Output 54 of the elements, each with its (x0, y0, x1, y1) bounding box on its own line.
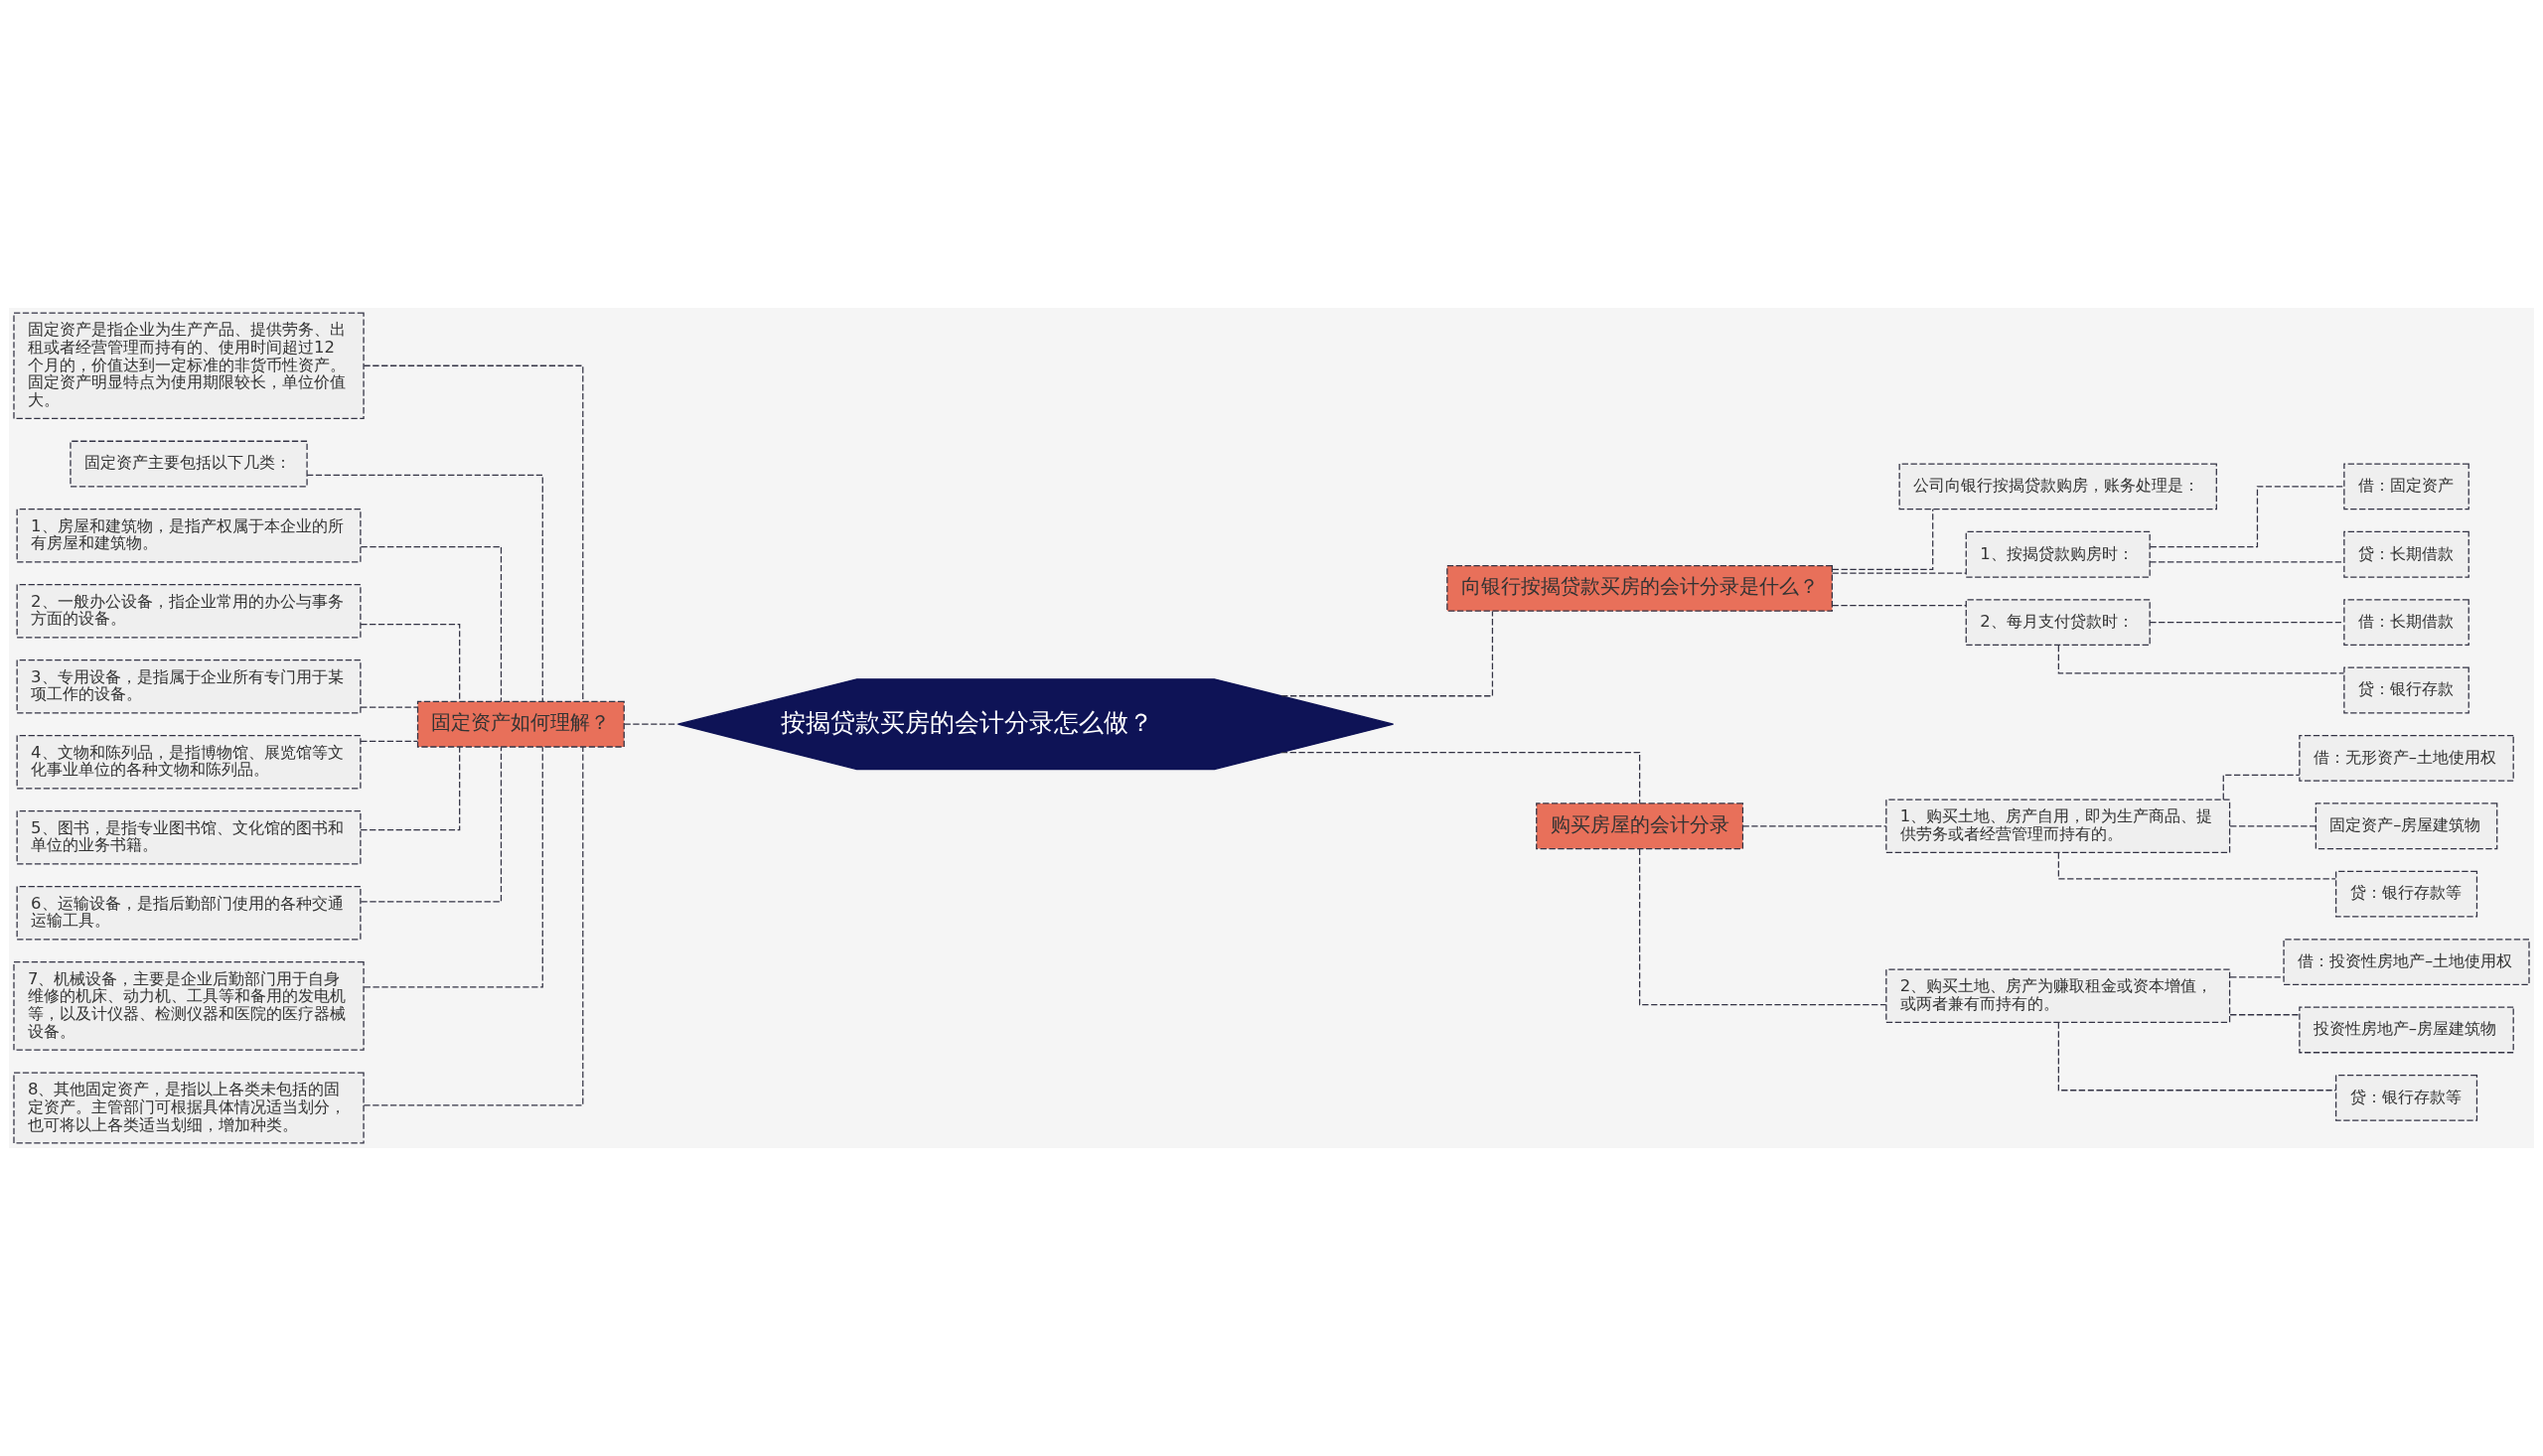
connector (363, 746, 584, 1106)
node-box: 8、其他固定资产，是指以上各类未包括的固定资产。主管部门可根据具体情况适当划分，也可将以上各类适当划细，增加种类。 (13, 1072, 365, 1144)
connector (1831, 509, 1934, 571)
node-box: 固定资产是指企业为生产产品、提供劳务、出租或者经营管理而持有的、使用时间超过12个月的，价值达到一定标准的非货币性资产。固定资产明显特点为使用期限较长，单位价值大。 (13, 312, 365, 420)
connector (360, 746, 461, 831)
node-box: 3、专用设备，是指属于企业所有专门用于某项工作的设备。 (16, 658, 362, 714)
node-box: 贷：银行存款等 (2334, 870, 2478, 918)
node-box: 贷：银行存款 (2343, 666, 2469, 714)
node-box: 借：无形资产–土地使用权 (2299, 734, 2514, 782)
connector (2057, 1022, 2336, 1092)
connector (1639, 848, 1887, 1006)
node-box: 投资性房地产–房屋建筑物 (2299, 1006, 2514, 1054)
connector (363, 746, 543, 988)
connector (2149, 486, 2345, 548)
node-box: 6、运输设备，是指后勤部门使用的各种交通运输工具。 (16, 885, 362, 941)
connector (360, 740, 419, 742)
connector (2222, 774, 2301, 801)
node-box: 7、机械设备，主要是企业后勤部门用于自身维修的机床、动力机、工具等和备用的发电机等，以及计仪器、检测仪器和医院的医疗器械设备。 (13, 960, 365, 1051)
connector (2229, 1014, 2301, 1016)
node-box: 贷：银行存款等 (2334, 1074, 2478, 1121)
node-box: 向银行按揭贷款买房的会计分录是什么？ (1446, 565, 1834, 612)
connector (360, 706, 419, 708)
connector (1831, 572, 1967, 574)
connector (1280, 610, 1494, 697)
connector (1280, 752, 1641, 804)
connector (360, 546, 503, 702)
node-box: 固定资产–房屋建筑物 (2315, 802, 2498, 850)
node-box: 贷：长期借款 (2343, 530, 2469, 578)
connector (360, 623, 461, 702)
node-box: 固定资产主要包括以下几类： (70, 440, 308, 488)
connector (363, 364, 584, 702)
connector (306, 474, 543, 702)
node-box: 借：长期借款 (2343, 599, 2469, 647)
connector (1831, 604, 1967, 607)
node-box: 购买房屋的会计分录 (1536, 802, 1744, 850)
node-box: 1、按揭贷款购房时： (1965, 530, 2151, 578)
connector (2149, 622, 2344, 624)
node-box: 5、图书，是指专业图书馆、文化馆的图书和单位的业务书籍。 (16, 809, 362, 865)
connector (2149, 561, 2344, 563)
connector (360, 746, 503, 903)
node-box: 1、购买土地、房产自用，即为生产商品、提供劳务或者经营管理而持有的。 (1885, 799, 2231, 853)
connector (2229, 825, 2317, 827)
connector (1742, 825, 1887, 827)
node-box: 4、文物和陈列品，是指博物馆、展览馆等文化事业单位的各种文物和陈列品。 (16, 734, 362, 790)
node-box: 2、一般办公设备，指企业常用的办公与事务方面的设备。 (16, 584, 362, 639)
connector (2229, 976, 2285, 978)
node-box: 2、购买土地、房产为赚取租金或资本增值，或两者兼有而持有的。 (1885, 968, 2231, 1023)
node-box: 1、房屋和建筑物，是指产权属于本企业的所有房屋和建筑物。 (16, 509, 362, 563)
node-box: 固定资产如何理解？ (416, 700, 625, 748)
node-box: 借：固定资产 (2343, 463, 2469, 510)
node-box: 公司向银行按揭贷款购房，账务处理是： (1898, 463, 2217, 510)
node-box: 借：投资性房地产–土地使用权 (2283, 939, 2530, 985)
node-box: 2、每月支付贷款时： (1965, 599, 2151, 647)
connector (623, 723, 678, 725)
